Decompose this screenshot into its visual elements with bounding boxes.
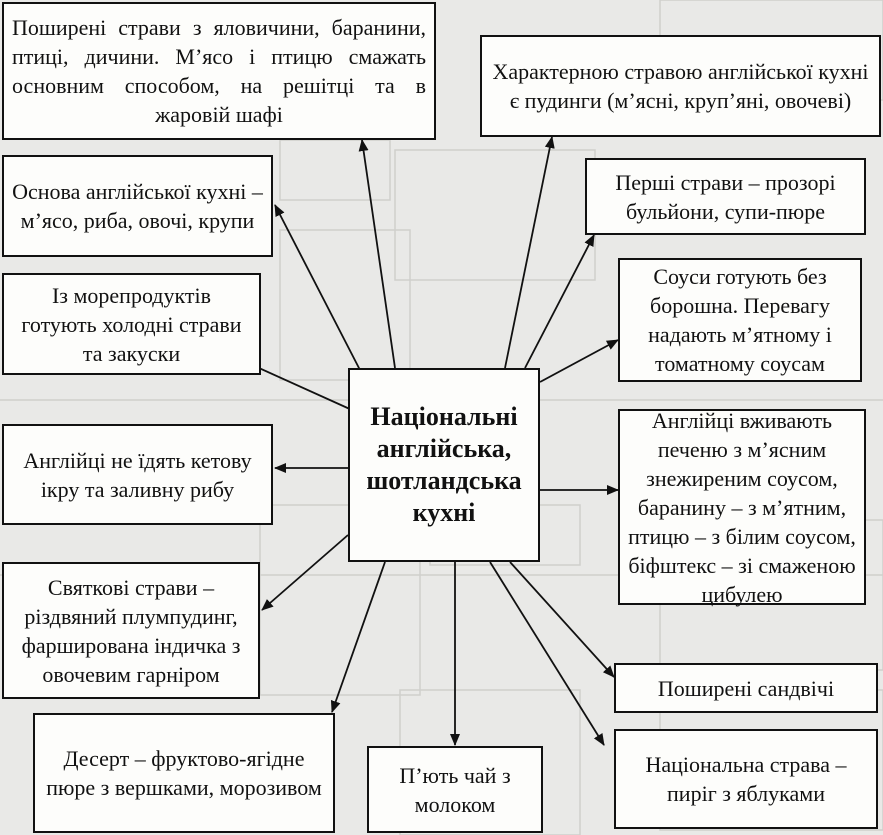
node-holiday-dishes-text: Святкові страви – різдвяний плумпудинг, … [21,574,241,687]
node-apple-pie: Національна страва – пиріг з яблуками [614,729,878,829]
node-dessert: Десерт – фруктово-ягідне пюре з вершками… [33,713,335,833]
center-node-label: Національні англійська, шотландська кухн… [366,402,522,527]
node-first-courses: Перші страви – прозорі бульйони, супи-пю… [585,158,866,235]
node-sandwiches-text: Поширені сандвічі [657,675,835,701]
node-meat-dishes: Поширені страви з яловичини, баранини, п… [2,2,436,140]
node-roast-with-sauces-text: Англійці вживають печеню з м’ясним знежи… [628,407,856,607]
node-tea: П’ють чай з молоком [367,746,543,833]
center-node: Національні англійська, шотландська кухн… [348,368,540,562]
arrow-to-sandwich [509,561,615,678]
node-sauces: Соуси готують без борошна. Перевагу нада… [618,258,862,382]
node-cuisine-basis: Основа англійської кухні – м’ясо, риба, … [2,155,273,257]
node-sandwiches: Поширені сандвічі [614,663,878,713]
arrow-to-pie [489,561,605,746]
node-holiday-dishes: Святкові страви – різдвяний плумпудинг, … [2,562,260,699]
node-no-caviar: Англійці не їдять кетову ікру та заливну… [2,424,273,525]
node-cuisine-basis-text: Основа англійської кухні – м’ясо, риба, … [12,179,263,233]
node-seafood-text: Із морепродуктів готують холодні страви … [21,282,242,366]
arrow-to-soups [524,234,595,369]
node-apple-pie-text: Національна страва – пиріг з яблуками [645,752,847,806]
node-first-courses-text: Перші страви – прозорі бульйони, супи-пю… [615,169,836,224]
node-puddings-text: Характерною стравою англійської кухні є … [492,59,869,113]
node-seafood: Із морепродуктів готують холодні страви … [2,273,261,375]
arrow-to-basis [274,204,361,371]
arrow-to-pudding [504,136,555,369]
node-roast-with-sauces: Англійці вживають печеню з м’ясним знежи… [618,408,866,607]
arrow-to-holiday [261,534,349,611]
arrow-to-dessert [330,561,386,713]
node-sauces-text: Соуси готують без борошна. Перевагу нада… [648,264,832,376]
node-tea-text: П’ють чай з молоком [399,762,511,817]
node-no-caviar-text: Англійці не їдять кетову ікру та заливну… [23,447,252,502]
arrow-to-meat [358,139,396,369]
arrow-to-sauces [539,339,619,383]
node-puddings: Характерною стравою англійської кухні є … [480,35,881,137]
node-dessert-text: Десерт – фруктово-ягідне пюре з вершками… [46,746,322,800]
node-meat-dishes-text: Поширені страви з яловичини, баранини, п… [12,15,426,127]
